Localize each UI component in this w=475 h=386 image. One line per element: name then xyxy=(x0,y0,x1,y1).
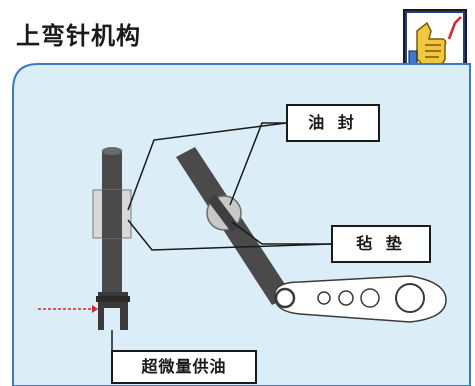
felt-pad-label: 毡 垫 xyxy=(331,225,431,263)
looper-blade xyxy=(274,275,447,323)
checkmark-icon xyxy=(447,16,462,40)
leader-lines xyxy=(111,122,332,352)
micro-oil-supply-label: 超微量供油 xyxy=(111,350,257,384)
vertical-looper-bar xyxy=(92,147,132,330)
diagram-title: 上弯针机构 xyxy=(16,22,141,50)
oil-seal-label: 油 封 xyxy=(286,104,380,142)
